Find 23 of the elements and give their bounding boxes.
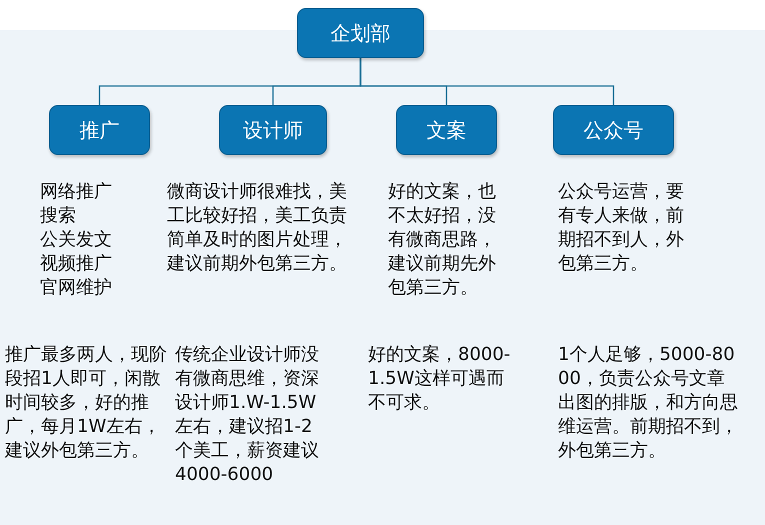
note-text: 推广最多两人，现阶段招1人即可，闲散时间较多，好的推广，每月1W左右，建议外包第三方。 xyxy=(5,343,168,463)
note-text: 微商设计师很难找，美工比较好招，美工负责简单及时的图片处理，建议前期外包第三方。 xyxy=(167,180,348,276)
department-box xyxy=(297,8,424,58)
note-text: 公关发文 xyxy=(40,228,113,252)
note-text: 1个人足够，5000-8000，负责公众号文章出图的排版，和方向思维运营。前期招不到，外包第三方。 xyxy=(558,343,739,463)
note-text: 好的文案，8000-1.5W这样可遇而不可求。 xyxy=(368,343,512,415)
department-name: 设计师 xyxy=(243,116,303,144)
department-name: 推广 xyxy=(80,116,120,144)
note-text: 好的文案，也不太好招，没有微商思路，建议前期先外包第三方。 xyxy=(388,180,497,300)
department-box xyxy=(553,105,674,155)
note-text: 视频推广 xyxy=(40,252,113,276)
connector-line xyxy=(360,58,614,105)
note-text: 网络推广 xyxy=(40,180,113,204)
department-name: 公众号 xyxy=(584,116,644,144)
department-box xyxy=(396,105,497,155)
note-text: 公众号运营，要有专人来做，前期招不到人，外包第三方。 xyxy=(558,180,685,276)
note-text: 传统企业设计师没有微商思维，资深设计师1.W-1.5W左右，建议招1-2个美工，薪资建议4000-6000 xyxy=(175,343,320,487)
note-text: 官网维护 xyxy=(40,276,113,300)
department-name: 文案 xyxy=(426,116,466,144)
department-box xyxy=(219,105,327,155)
department-box xyxy=(49,105,150,155)
note-text: 搜索 xyxy=(40,204,77,228)
department-name: 企划部 xyxy=(330,20,390,46)
